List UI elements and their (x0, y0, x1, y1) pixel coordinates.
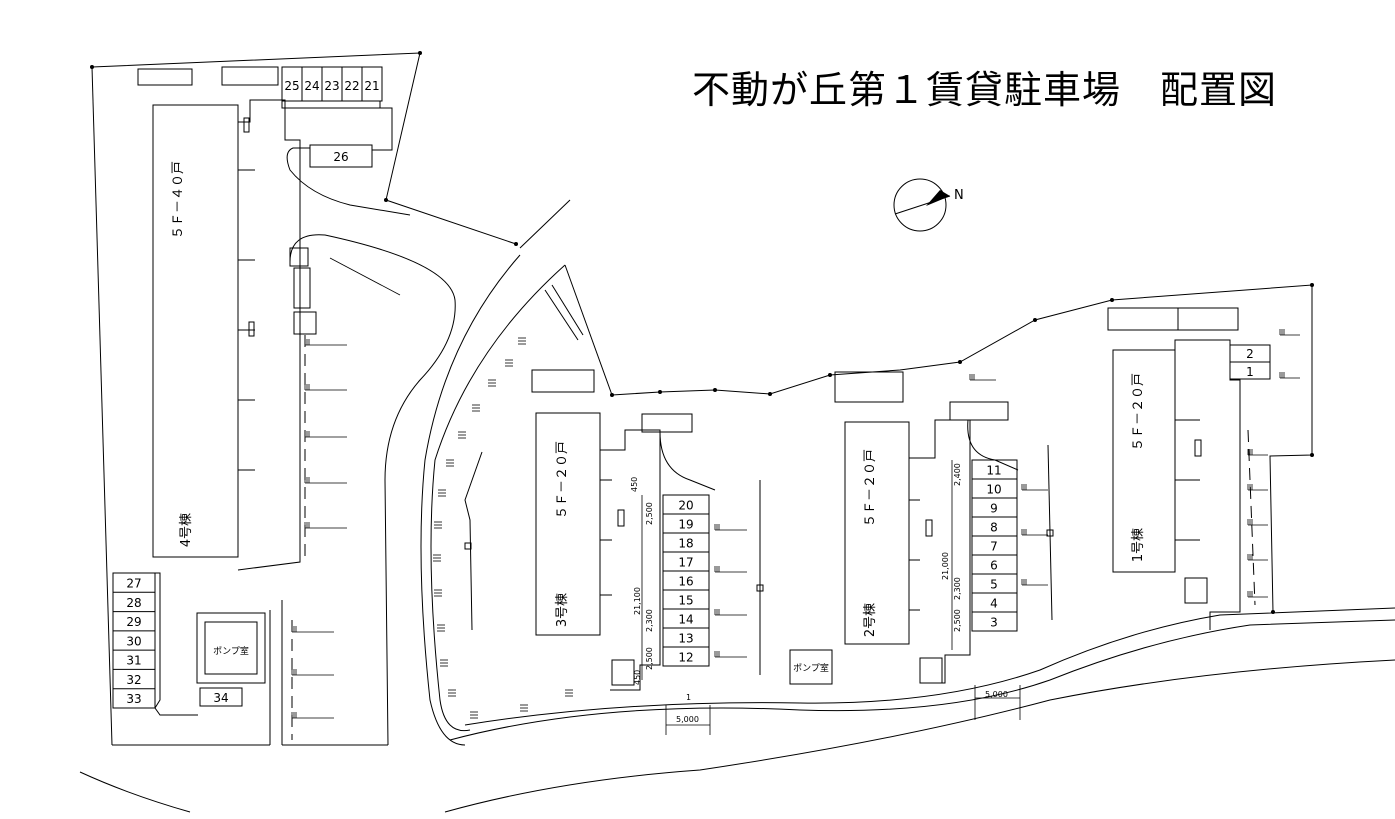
building-3-annex (600, 429, 661, 691)
left-lot-edge (154, 572, 198, 716)
left-parking-lane (269, 234, 456, 746)
parking-space-label: 19 (678, 517, 693, 531)
dim-label: 2,300 (953, 577, 962, 600)
far-right-top-structure (1177, 307, 1239, 331)
building-4-annex (237, 99, 301, 571)
far-right-top-structure (1107, 307, 1179, 331)
parking-space-label: 22 (344, 79, 359, 93)
parking-space-label: 5 (990, 577, 998, 591)
dim-label: 450 (630, 477, 639, 492)
parking-space-label: 29 (126, 615, 141, 629)
parking-space-label: 32 (126, 673, 141, 687)
main-road (79, 607, 1395, 813)
right-dimensions (951, 460, 1021, 720)
building-3 (535, 412, 601, 636)
building-2-name: 2号棟 (863, 603, 878, 637)
parking-space-label: 30 (126, 634, 141, 648)
building-1 (1112, 349, 1176, 573)
spaces-left-group (112, 572, 156, 709)
right-top-structure (834, 371, 904, 403)
parking-space-label: 33 (126, 692, 141, 706)
dim-label: 21,100 (633, 587, 642, 615)
building-2 (844, 421, 910, 645)
spaces-top-group (281, 66, 393, 151)
parking-space-label: 11 (986, 463, 1001, 477)
parking-space-label: 21 (364, 79, 379, 93)
parking-space-label: 18 (678, 536, 693, 550)
driveway-edge (286, 147, 411, 216)
parking-space-label: 20 (678, 498, 693, 512)
parking-space-label: 2 (1246, 347, 1254, 361)
parking-space-label: 8 (990, 520, 998, 534)
parking-space-label: 14 (678, 612, 693, 626)
parking-space-label: 24 (304, 79, 319, 93)
parking-space-label: 6 (990, 558, 998, 572)
building-2-units: ５Ｆ－２０戸 (863, 449, 878, 527)
center-site-boundary (420, 199, 1314, 746)
spaces-far-right-group (1229, 344, 1271, 380)
parking-space-label: 31 (126, 654, 141, 668)
dim-label: 1 (686, 693, 691, 702)
building-3-name: 3号棟 (555, 593, 570, 627)
building-1-name: 1号棟 (1131, 528, 1146, 562)
parking-space-label: 13 (678, 631, 693, 645)
parking-space-label: 34 (213, 691, 228, 705)
lane-marker (464, 542, 472, 550)
dim-label: 2,500 (645, 502, 654, 525)
building-1-annex (1174, 339, 1241, 630)
left-top-structure (221, 66, 279, 86)
dim-label: 2,400 (953, 463, 962, 486)
pump-room-center-label: ポンプ室 (793, 662, 829, 674)
center-dimensions (641, 495, 711, 735)
building-4-name: 4号棟 (179, 513, 194, 547)
left-site-boundary (90, 51, 518, 746)
parking-space-label: 9 (990, 501, 998, 515)
parking-space-label: 3 (990, 615, 998, 629)
left-top-structure (137, 68, 193, 86)
parking-space-label: 1 (1246, 365, 1254, 379)
parking-space-label: 25 (284, 79, 299, 93)
dim-label: 5,000 (676, 715, 699, 724)
parking-space-26 (309, 144, 373, 168)
parking-space-label: 15 (678, 593, 693, 607)
dim-label: 21,000 (941, 552, 950, 580)
parking-space-label: 12 (678, 650, 693, 664)
center-top-structure (531, 369, 595, 393)
pump-room-left (196, 612, 266, 684)
parking-space-34 (199, 687, 243, 707)
spaces-right-group (971, 459, 1018, 632)
far-right-lane (1247, 429, 1256, 606)
parking-space-label: 10 (986, 482, 1001, 496)
center-stairs-icon (641, 413, 716, 491)
north-label: N (954, 188, 964, 203)
plan-title: 不動が丘第１賃貸駐車場 配置図 (692, 68, 1277, 112)
building-1-units: ５Ｆ－２０戸 (1131, 373, 1146, 451)
lane-divider (464, 451, 483, 631)
building-4-units: ５Ｆ－４０戸 (171, 161, 186, 239)
right-divider (1047, 444, 1053, 621)
dim-label: 2,500 (953, 609, 962, 632)
dim-label: 5,000 (985, 690, 1008, 699)
parking-space-label: 28 (126, 596, 141, 610)
parking-space-label: 23 (324, 79, 339, 93)
dim-label: 2,300 (645, 609, 654, 632)
parking-space-label: 4 (990, 596, 998, 610)
pump-room-left-label: ポンプ室 (213, 645, 249, 657)
parking-space-label: 17 (678, 555, 693, 569)
building-3-units: ５Ｆ－２０戸 (555, 441, 570, 519)
dim-label: 450 (633, 670, 642, 685)
north-arrow-icon (893, 178, 951, 232)
parking-space-label: 7 (990, 539, 998, 553)
parking-space-label: 26 (333, 150, 348, 164)
parking-space-label: 16 (678, 574, 693, 588)
spaces-center-group (662, 494, 710, 667)
parking-space-label: 27 (126, 576, 141, 590)
pump-room-center (789, 649, 833, 685)
building-4 (152, 104, 239, 558)
dim-label: 2,500 (645, 647, 654, 670)
stair-hatch-icon (544, 284, 584, 341)
building-2-annex (909, 419, 971, 684)
